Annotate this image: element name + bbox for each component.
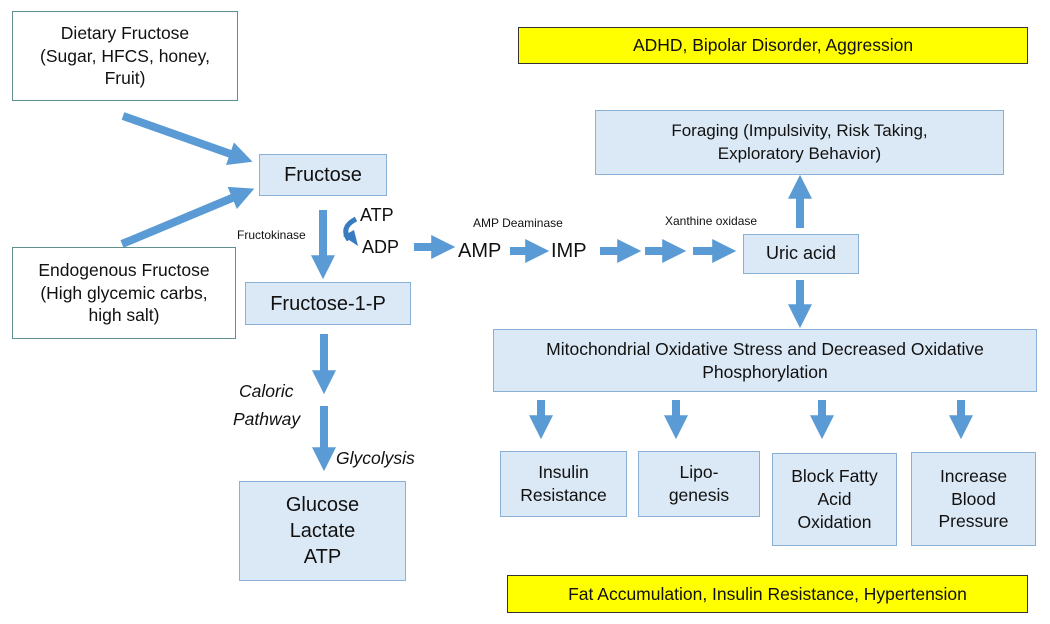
adhd-banner: ADHD, Bipolar Disorder, Aggression xyxy=(518,27,1028,64)
uric-acid-box: Uric acid xyxy=(743,234,859,274)
block-fatty-acid-box: Block Fatty Acid Oxidation xyxy=(772,453,897,546)
arrow-dietary-to-fructose xyxy=(121,112,253,166)
glucose-lactate-atp-box: Glucose Lactate ATP xyxy=(239,481,406,581)
caloric-label: Caloric xyxy=(239,381,294,401)
fat-accumulation-banner: Fat Accumulation, Insulin Resistance, Hy… xyxy=(507,575,1028,613)
adp-label: ADP xyxy=(362,237,400,257)
lipogenesis-box: Lipo- genesis xyxy=(638,451,760,517)
insulin-resistance-box: Insulin Resistance xyxy=(500,451,627,517)
mitochondrial-box: Mitochondrial Oxidative Stress and Decre… xyxy=(493,329,1037,392)
foraging-box: Foraging (Impulsivity, Risk Taking, Expl… xyxy=(595,110,1004,175)
increase-blood-pressure-box: Increase Blood Pressure xyxy=(911,452,1036,546)
dietary-fructose-box: Dietary Fructose (Sugar, HFCS, honey, Fr… xyxy=(12,11,238,101)
imp-label: IMP xyxy=(551,240,587,262)
arrow-endogenous-to-fructose xyxy=(120,186,255,248)
endogenous-fructose-box: Endogenous Fructose (High glycemic carbs… xyxy=(12,247,236,339)
amp-label: AMP xyxy=(458,240,502,262)
pathway-label: Pathway xyxy=(233,409,301,429)
xanthine-oxidase-label: Xanthine oxidase xyxy=(665,214,758,228)
fructose-box: Fructose xyxy=(259,154,387,196)
atp-label: ATP xyxy=(360,205,394,225)
fructokinase-label: Fructokinase xyxy=(237,228,306,242)
fructose-1-p-box: Fructose-1-P xyxy=(245,282,411,325)
amp-deaminase-label: AMP Deaminase xyxy=(473,216,563,230)
glycolysis-label: Glycolysis xyxy=(336,448,415,468)
